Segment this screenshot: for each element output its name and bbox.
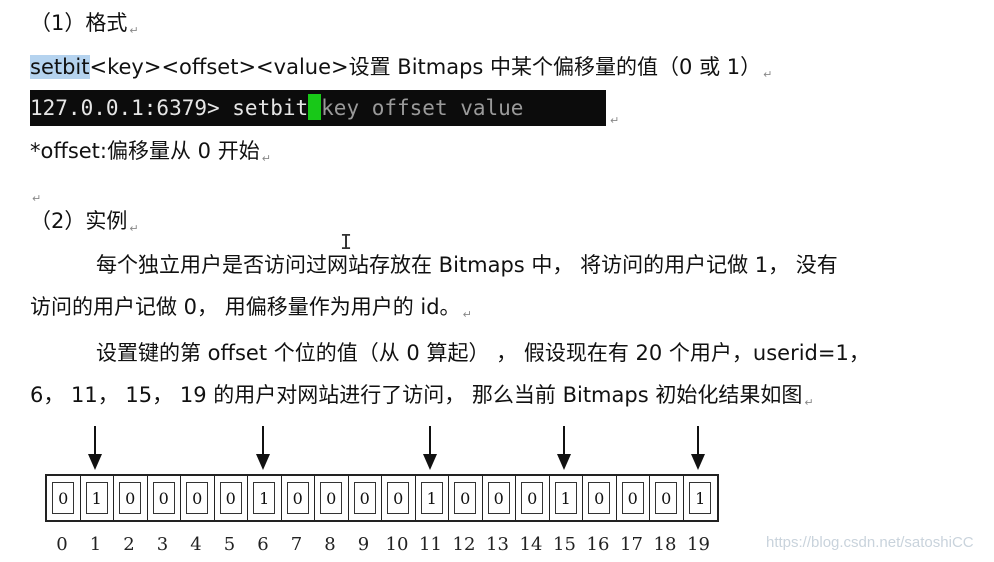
bit-cell: 0 [516, 476, 550, 520]
bit-index: 13 [486, 534, 509, 555]
bit-value: 0 [286, 482, 309, 514]
bit-index: 17 [620, 534, 643, 555]
bit-value: 1 [554, 482, 577, 514]
bit-value: 0 [487, 482, 510, 514]
down-arrow-icon [423, 426, 438, 470]
bit-cell: 0 [114, 476, 148, 520]
bit-cell: 0 [449, 476, 483, 520]
example-para2-line1: 设置键的第 offset 个位的值（从 0 算起） ， 假设现在有 20 个用户… [96, 341, 870, 365]
bit-index: 3 [156, 534, 169, 555]
bit-cell: 0 [349, 476, 382, 520]
bit-value: 0 [454, 482, 477, 514]
syntax-line: setbit<key><offset><value>设置 Bitmaps 中某个… [30, 55, 773, 81]
bit-index: 11 [419, 534, 442, 555]
bit-value: 1 [420, 482, 443, 514]
bit-value: 0 [621, 482, 644, 514]
bit-value: 0 [219, 482, 242, 514]
bit-index: 8 [324, 534, 336, 555]
bit-index: 9 [357, 534, 370, 555]
bit-value: 0 [52, 482, 75, 514]
bit-index: 18 [653, 534, 677, 555]
bit-index: 4 [190, 534, 202, 555]
bit-cell: 0 [148, 476, 181, 520]
bit-cell: 1 [550, 476, 583, 520]
bit-cell: 0 [181, 476, 215, 520]
section-2-heading: （2）实例↵ [30, 209, 139, 235]
terminal-placeholder: key offset value [321, 96, 524, 120]
bit-index: 19 [687, 534, 710, 555]
bit-index: 0 [56, 534, 68, 555]
bit-cell: 1 [248, 476, 282, 520]
bit-index: 7 [290, 534, 303, 555]
bit-index: 15 [553, 534, 576, 555]
bit-cell: 0 [483, 476, 516, 520]
bit-index: 1 [89, 534, 102, 555]
bit-cell: 1 [684, 476, 718, 520]
bit-index: 2 [123, 534, 135, 555]
example-para1-line1: 每个独立用户是否访问过网站存放在 Bitmaps 中， 将访问的用户记做 1， … [96, 253, 838, 277]
bit-cell: 0 [215, 476, 248, 520]
bit-cell: 0 [617, 476, 650, 520]
bit-value: 0 [387, 482, 410, 514]
bit-cell: 0 [282, 476, 315, 520]
bit-cell: 0 [650, 476, 684, 520]
bit-cell: 0 [315, 476, 349, 520]
empty-paragraph-mark: ↵ [32, 192, 42, 205]
bit-cell: 1 [416, 476, 449, 520]
watermark: https://blog.csdn.net/satoshiCC [766, 534, 974, 551]
bit-value: 0 [353, 482, 376, 514]
bit-value: 1 [253, 482, 276, 514]
terminal-cursor [308, 94, 322, 120]
bit-cell: 1 [81, 476, 114, 520]
terminal-snippet: 127.0.0.1:6379> setbit key offset value [30, 90, 606, 126]
bit-value: 0 [119, 482, 142, 514]
bit-index: 6 [257, 534, 269, 555]
bit-cell: 0 [382, 476, 416, 520]
selected-command-text[interactable]: setbit [30, 55, 90, 79]
example-para2-line2: 6， 11， 15， 19 的用户对网站进行了访问， 那么当前 Bitmaps … [30, 383, 814, 409]
bit-index: 14 [519, 534, 543, 555]
bit-cell: 0 [583, 476, 617, 520]
bit-index: 5 [223, 534, 236, 555]
bit-value: 1 [689, 482, 712, 514]
bit-cell: 0 [47, 476, 81, 520]
bit-value: 1 [85, 482, 108, 514]
example-para1-line2: 访问的用户记做 0， 用偏移量作为用户的 id。↵ [30, 295, 472, 321]
offset-note: *offset:偏移量从 0 开始↵ [30, 139, 271, 165]
bit-index: 16 [586, 534, 610, 555]
bit-value: 0 [320, 482, 343, 514]
down-arrow-icon [691, 426, 706, 470]
bit-value: 0 [655, 482, 678, 514]
down-arrow-icon [557, 426, 572, 470]
bit-index: 12 [452, 534, 476, 555]
bit-value: 0 [588, 482, 611, 514]
down-arrow-icon [255, 426, 270, 470]
bit-value: 0 [521, 482, 544, 514]
terminal-prompt: 127.0.0.1:6379> setbit [30, 96, 309, 120]
syntax-args: <key><offset><value>设置 Bitmaps 中某个偏移量的值（… [89, 55, 762, 79]
bit-value: 0 [186, 482, 209, 514]
down-arrow-icon [88, 426, 103, 470]
text-cursor-icon: I [340, 230, 353, 254]
bit-value: 0 [152, 482, 175, 514]
bit-index: 10 [385, 534, 409, 555]
section-1-heading: （1）格式↵ [30, 11, 139, 37]
